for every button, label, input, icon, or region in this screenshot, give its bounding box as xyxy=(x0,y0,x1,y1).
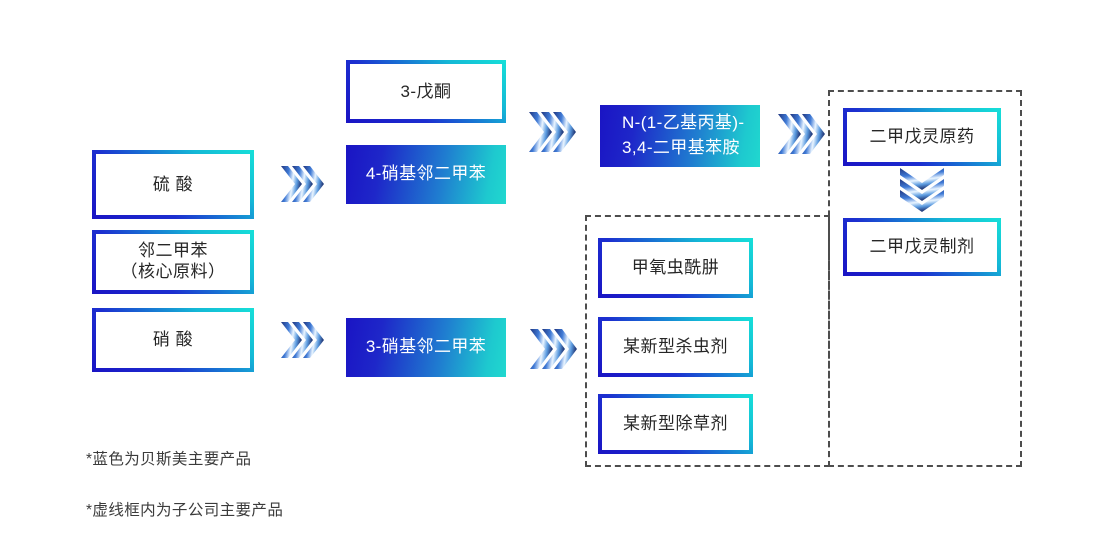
arrow-technical-to-formulation-icon xyxy=(894,166,950,218)
box-label: 3-硝基邻二甲苯 xyxy=(365,337,487,357)
box-label: 二甲戊灵原药 xyxy=(869,127,975,147)
box-label: 邻二甲苯 （核心原料） xyxy=(120,241,226,281)
box-new-insecticide[interactable]: 某新型杀虫剂 xyxy=(598,317,753,377)
arrow-nitro3-to-pesticides-icon xyxy=(528,321,584,377)
box-label: 某新型杀虫剂 xyxy=(623,337,728,357)
box-methoxyfenozide[interactable]: 甲氧虫酰肼 xyxy=(598,238,753,298)
footnote-line-1: *蓝色为贝斯美主要产品 xyxy=(86,450,252,468)
arrow-intermediates-to-amine-icon xyxy=(527,104,583,160)
box-3-pentanone[interactable]: 3-戊酮 xyxy=(346,60,506,123)
box-label: 4-硝基邻二甲苯 xyxy=(365,164,487,184)
box-label-line2: 3,4-二甲基苯胺 xyxy=(622,138,740,157)
box-o-xylene[interactable]: 邻二甲苯 （核心原料） xyxy=(92,230,254,294)
box-new-herbicide[interactable]: 某新型除草剂 xyxy=(598,394,753,454)
box-sulfuric-acid[interactable]: 硫 酸 xyxy=(92,150,254,219)
box-pendimethalin-formulation[interactable]: 二甲戊灵制剂 xyxy=(843,218,1001,276)
arrow-sulfuric-to-nitro4-icon xyxy=(279,158,331,210)
box-4-nitro-o-xylene[interactable]: 4-硝基邻二甲苯 xyxy=(346,145,506,204)
box-label: 3-戊酮 xyxy=(400,81,452,101)
arrow-nitric-to-nitro3-icon xyxy=(279,314,331,366)
box-label: 二甲戊灵制剂 xyxy=(869,237,975,257)
box-label: 甲氧虫酰肼 xyxy=(631,258,720,278)
box-label-line1: N-(1-乙基丙基)- xyxy=(622,113,745,133)
box-pendimethalin-technical[interactable]: 二甲戊灵原药 xyxy=(843,108,1001,166)
box-label: 某新型除草剂 xyxy=(623,414,728,434)
box-label: 硝 酸 xyxy=(152,330,194,350)
flowchart-canvas: 硫 酸 邻二甲苯 （核心原料） 硝 酸 xyxy=(86,60,1022,519)
box-label: 硫 酸 xyxy=(152,174,194,194)
box-dimethylaniline[interactable]: N-(1-乙基丙基)- 3,4-二甲基苯胺 xyxy=(600,105,760,167)
subsidiary-bottom-dashed-frame xyxy=(585,215,830,467)
footnote-line-2: *虚线框内为子公司主要产品 xyxy=(86,501,284,519)
box-nitric-acid[interactable]: 硝 酸 xyxy=(92,308,254,372)
arrow-amine-to-pendimethalin-icon xyxy=(776,106,832,162)
box-3-nitro-o-xylene[interactable]: 3-硝基邻二甲苯 xyxy=(346,318,506,377)
footnotes: *蓝色为贝斯美主要产品 *虚线框内为子公司主要产品 xyxy=(86,421,416,549)
